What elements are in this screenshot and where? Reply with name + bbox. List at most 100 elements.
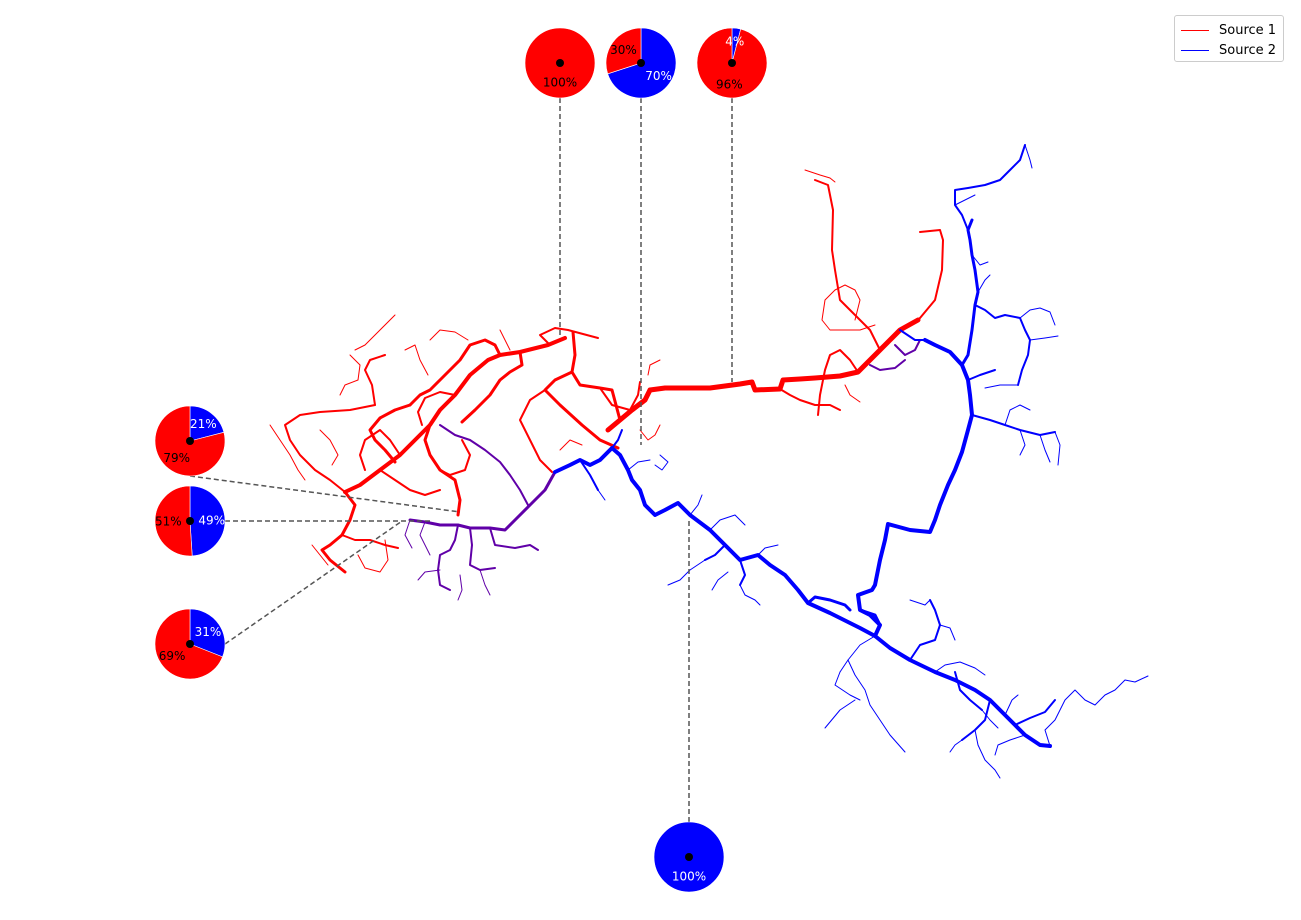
pipe-source-2-42 [667,559,706,586]
legend-swatch-source-2 [1181,49,1209,51]
pipe-source-1-32 [821,284,876,331]
pipe-source-1-5 [460,350,524,424]
pipe-source-2-2 [960,218,980,367]
pie-label-source-1: 69% [159,649,186,663]
pipe-source-2-9 [954,671,983,711]
pipe-source-2-36 [839,635,876,673]
pie-label-source-2: 21% [190,417,217,431]
pie-slice-source-1 [154,485,193,557]
pie-slice-source-1 [605,27,642,75]
legend-item-source-1: Source 1 [1181,20,1277,40]
pipe-source-2-26 [1024,144,1033,169]
pie-top-left: 100% [524,27,596,99]
pipe-source-1-29 [639,424,661,441]
pipe-source-2-43 [709,514,746,531]
pipe-source-2-44 [739,584,761,606]
pipe-source-1-31 [804,169,836,183]
pie-slice-source-1 [154,405,226,477]
pipe-source-1-15 [364,354,386,406]
pipe-mixed-10 [479,569,491,596]
pipe-mixed-0 [408,470,557,532]
pipe-source-2-25 [1019,307,1056,326]
pipe-source-2-51 [1004,694,1019,716]
legend-swatch-source-1 [1181,29,1209,31]
pipe-source-2-3 [858,608,882,627]
legend: Source 1 Source 2 [1174,15,1284,62]
pipe-source-1-21 [899,229,944,331]
pipe-source-2-0 [553,338,974,638]
pipe-source-1-20 [814,179,881,351]
pipe-source-1-22 [817,349,859,416]
pipe-source-2-33 [949,739,963,753]
pipe-source-2-29 [977,274,991,293]
pipe-source-2-34 [974,729,1001,779]
pie-label-source-1: 51% [155,515,182,529]
pipe-source-2-24 [1029,335,1059,341]
pie-slice-source-2 [189,485,226,557]
pie-slice-source-2 [189,608,226,658]
pie-left-upper: 79% 21% [154,405,226,477]
pipe-source-2-27 [954,194,976,206]
pipe-source-2-5 [971,414,1056,436]
pipe-source-1-35 [429,329,469,341]
pipe-mixed-6 [869,359,906,371]
pipe-source-2-8 [954,144,1026,231]
pipe-source-2-6 [967,369,996,381]
pipe-source-2-10 [961,699,991,741]
pie-center-marker [186,640,194,648]
pipe-source-2-46 [689,494,703,516]
pipe-source-2-12 [909,624,941,661]
pipe-mixed-2 [489,527,539,551]
pie-label-source-1: 96% [716,78,743,92]
leader-line-left-upper [189,475,461,513]
pipe-source-2-7 [974,304,1031,386]
pipe-source-2-41 [939,624,956,641]
pie-left-lower: 69% 31% [154,608,226,680]
pipe-source-1-12 [539,327,599,346]
pipe-source-1-23 [779,388,841,411]
pipe-source-1-38 [559,439,583,451]
pie-center-marker [728,59,736,67]
pipe-source-2-28 [971,254,989,266]
pie-label-source-1: 30% [610,43,637,57]
pie-label-source-2: 100% [672,869,706,883]
pipe-source-1-30 [647,359,661,376]
pipe-source-1-3 [570,330,622,422]
pipe-source-2-22 [1039,434,1051,463]
pipe-source-2-45 [711,571,729,591]
pipe-source-1-7 [423,423,462,517]
pipe-source-1-14 [284,404,376,493]
pie-bottom: 100% [653,821,725,893]
pipe-source-2-40 [909,599,931,606]
pipe-source-2-31 [994,734,1026,756]
pipe-source-1-4 [543,370,620,450]
pipe-source-1-1 [605,387,653,433]
pipe-source-2-20 [1004,404,1031,426]
pipe-source-1-10 [519,389,553,473]
pie-charts: 100%30%70%96%4%79%21%51%49%69%31%100% [154,27,768,893]
pipe-source-1-36 [404,344,429,376]
pipe-source-2-14 [704,544,726,561]
pipe-source-1-11 [417,391,456,426]
pipe-source-1-0 [647,317,921,393]
pipe-source-2-32 [981,709,999,729]
pie-label-source-2: 31% [195,625,222,639]
pipe-source-1-24 [354,314,396,351]
pipe-source-2-49 [627,459,651,471]
pie-label-source-1: 79% [163,451,190,465]
pipe-source-1-34 [499,329,511,351]
pipe-source-2-38 [834,671,861,701]
pipe-source-1-26 [269,424,306,481]
leader-line-left-lower [224,520,403,645]
pie-center-marker [637,59,645,67]
pie-center-marker [186,437,194,445]
pie-left-middle: 51%49% [154,485,226,557]
pipe-source-2-1 [873,634,1052,748]
pie-center-marker [685,853,693,861]
pipe-source-1-16 [359,429,401,471]
pipe-source-2-35 [934,661,986,676]
pipe-mixed-3 [469,527,496,571]
pipe-source-2-16 [611,429,623,449]
pipe-source-1-19 [341,534,399,549]
pipe-mixed-9 [457,574,463,601]
